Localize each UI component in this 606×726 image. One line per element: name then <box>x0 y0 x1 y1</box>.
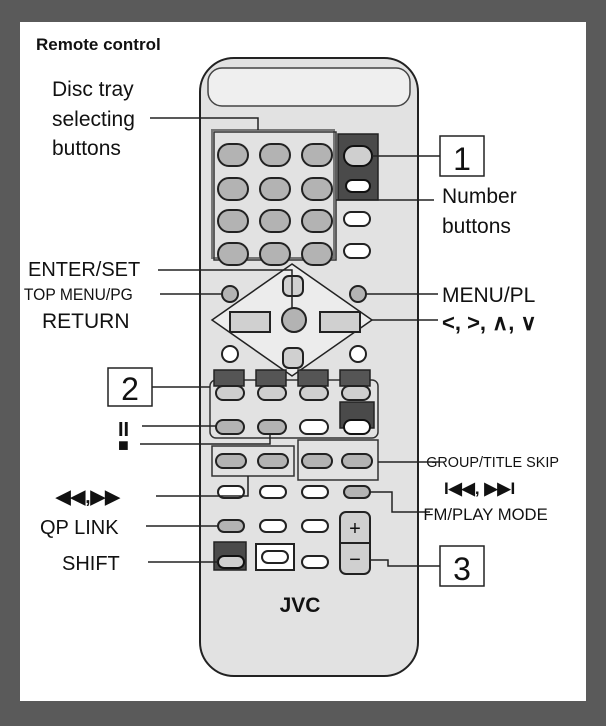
step-3-label: 3 <box>453 551 471 587</box>
brand-logo: JVC <box>280 594 321 617</box>
step-2-label: 2 <box>121 371 139 407</box>
right-side-button[interactable] <box>349 345 367 363</box>
cursor-down-button[interactable] <box>282 347 304 369</box>
skip-box <box>297 439 379 481</box>
number-button-2[interactable] <box>259 143 291 167</box>
small-button-f[interactable] <box>301 555 329 569</box>
number-buttons-label-2: buttons <box>442 215 511 238</box>
leader-rew-ff <box>156 476 249 497</box>
stop-label: ■ <box>118 435 129 455</box>
small-button-mid[interactable] <box>299 419 329 435</box>
number-button-8[interactable] <box>259 209 291 233</box>
number-button-6[interactable] <box>301 177 333 201</box>
small-button-b[interactable] <box>259 485 287 499</box>
color-bar-4 <box>339 369 371 387</box>
rew-ff-label: ◀◀,▶▶ <box>55 487 121 508</box>
top-menu-button[interactable] <box>221 285 239 303</box>
step-box-2 <box>107 367 153 407</box>
menu-pl-button[interactable] <box>349 285 367 303</box>
skip-back-button[interactable] <box>301 453 333 469</box>
color-bar-2 <box>255 369 287 387</box>
small-button-a[interactable] <box>217 485 245 499</box>
step-1-label: 1 <box>453 141 471 177</box>
volume-minus: − <box>349 549 361 571</box>
number-button-9[interactable] <box>301 209 333 233</box>
fast-forward-button[interactable] <box>257 453 289 469</box>
group-title-skip-label: GROUP/TITLE SKIP <box>426 455 559 471</box>
play-button[interactable] <box>343 419 371 435</box>
disc-tray-label-2: selecting <box>52 108 135 131</box>
fm-play-mode-label: FM/PLAY MODE <box>423 505 547 524</box>
stop-button[interactable] <box>257 419 287 435</box>
leader-disc-tray <box>150 117 259 130</box>
color-bar-1 <box>213 369 245 387</box>
color-button-1[interactable] <box>215 385 245 401</box>
cursor-label: <, >, ∧, ∨ <box>442 310 537 335</box>
pause-button[interactable] <box>215 419 245 435</box>
cursor-up-button[interactable] <box>282 275 304 297</box>
enter-set-label: ENTER/SET <box>28 259 140 281</box>
number-button-3[interactable] <box>301 143 333 167</box>
number-button-1[interactable] <box>217 143 249 167</box>
number-button-10[interactable] <box>217 242 249 266</box>
rew-ff-box <box>211 445 295 477</box>
standby-button[interactable] <box>343 145 373 167</box>
small-button-c[interactable] <box>301 485 329 499</box>
number-buttons-label-1: Number <box>442 185 517 208</box>
color-button-2[interactable] <box>257 385 287 401</box>
small-button-e[interactable] <box>301 519 329 533</box>
menu-pl-label: MENU/PL <box>442 284 535 307</box>
number-button-5[interactable] <box>259 177 291 201</box>
step-box-3 <box>439 545 485 587</box>
leader-step-3 <box>370 559 440 567</box>
disc-tray-label-1: Disc tray <box>52 78 134 101</box>
small-button-right-1[interactable] <box>343 211 371 227</box>
skip-label: I◀◀, ▶▶I <box>444 479 515 498</box>
power-button[interactable] <box>345 179 371 193</box>
enter-set-button[interactable] <box>281 307 307 333</box>
return-label: RETURN <box>42 310 130 333</box>
cursor-left-button[interactable] <box>229 311 271 333</box>
volume-plus: + <box>349 518 361 540</box>
shift-button[interactable] <box>217 555 245 569</box>
number-buttons[interactable] <box>217 143 333 266</box>
qp-link-label: QP LINK <box>40 517 119 539</box>
color-button-4[interactable] <box>341 385 371 401</box>
rewind-button[interactable] <box>215 453 247 469</box>
return-side-button[interactable] <box>221 345 239 363</box>
pause-label: II <box>118 419 129 441</box>
mode-button[interactable] <box>261 550 289 564</box>
number-button-7[interactable] <box>217 209 249 233</box>
remote-top-window <box>207 67 411 107</box>
color-bar-3 <box>297 369 329 387</box>
top-menu-label: TOP MENU/PG <box>24 285 133 304</box>
qp-link-button[interactable] <box>217 519 245 533</box>
cursor-right-button[interactable] <box>319 311 361 333</box>
small-button-right-2[interactable] <box>343 243 371 259</box>
number-button-4[interactable] <box>217 177 249 201</box>
shift-label: SHIFT <box>62 553 120 575</box>
leader-stop <box>140 434 271 445</box>
leader-fm-play-mode <box>370 491 430 513</box>
fm-play-mode-button[interactable] <box>343 485 371 499</box>
skip-forward-button[interactable] <box>341 453 373 469</box>
step-2-outline <box>209 379 379 439</box>
small-button-d[interactable] <box>259 519 287 533</box>
color-button-3[interactable] <box>299 385 329 401</box>
leader-enter-set <box>158 269 293 308</box>
number-button-12[interactable] <box>301 242 333 266</box>
section-title: Remote control <box>36 35 161 54</box>
disc-tray-label-3: buttons <box>52 137 121 160</box>
number-button-11[interactable] <box>259 242 291 266</box>
